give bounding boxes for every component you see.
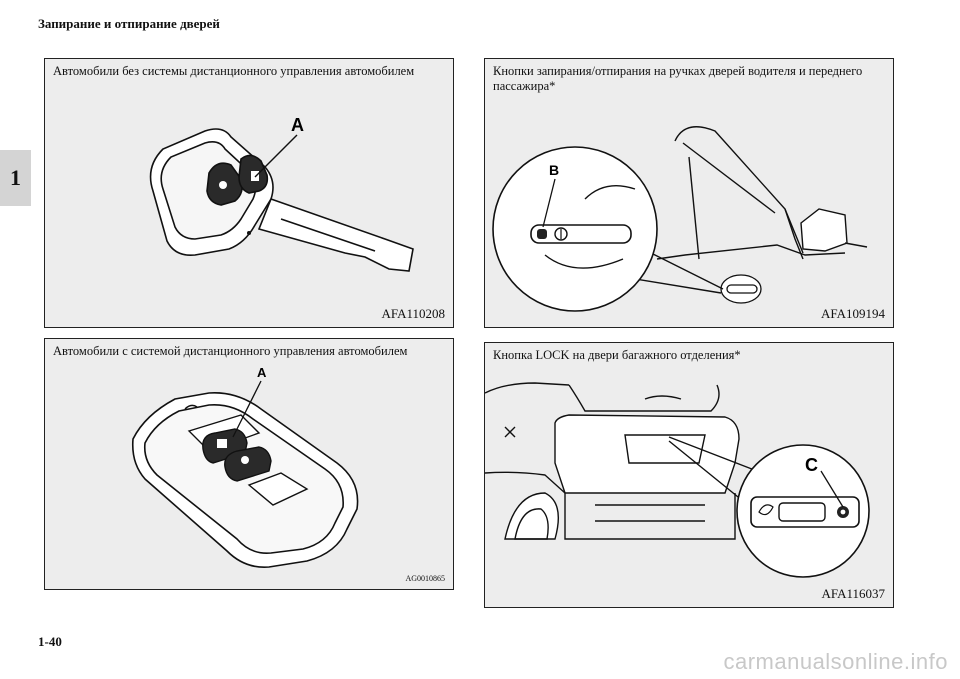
remote-key-illustration: A (131, 365, 359, 568)
watermark-text: carmanualsonline.info (723, 649, 948, 674)
tailgate-illustration: C (485, 382, 870, 578)
panel-tailgate-lock: Кнопка LOCK на двери багажного отделения… (484, 342, 894, 608)
panel-door-handle: Кнопки запирания/отпирания на ручках две… (484, 58, 894, 328)
page-number: 1-40 (38, 634, 62, 649)
panel-caption: Кнопка LOCK на двери багажного отделения… (493, 348, 741, 362)
key-illustration: A (149, 115, 414, 272)
panel-caption: Автомобили с системой дистанционного упр… (53, 344, 408, 358)
callout-label: A (291, 115, 304, 135)
door-handle-illustration: B (492, 126, 868, 312)
chapter-number: 1 (10, 165, 21, 190)
chapter-tab: 1 (0, 150, 31, 206)
figure-code: AG0010865 (405, 574, 445, 583)
figure-code: AFA116037 (821, 586, 885, 601)
panel-key-no-remote: Автомобили без системы дистанционного уп… (44, 58, 454, 328)
panel-key-remote: Автомобили с системой дистанционного упр… (44, 338, 454, 590)
panel-caption: Кнопки запирания/отпирания на ручках две… (493, 64, 863, 93)
callout-label: A (257, 365, 267, 380)
callout-label: C (805, 455, 818, 475)
callout-label: B (549, 162, 559, 178)
figure-code: AFA110208 (381, 306, 445, 321)
panel-caption: Автомобили без системы дистанционного уп… (53, 64, 415, 78)
page-header-title: Запирание и отпирание дверей (38, 16, 220, 31)
figure-code: AFA109194 (820, 306, 885, 321)
